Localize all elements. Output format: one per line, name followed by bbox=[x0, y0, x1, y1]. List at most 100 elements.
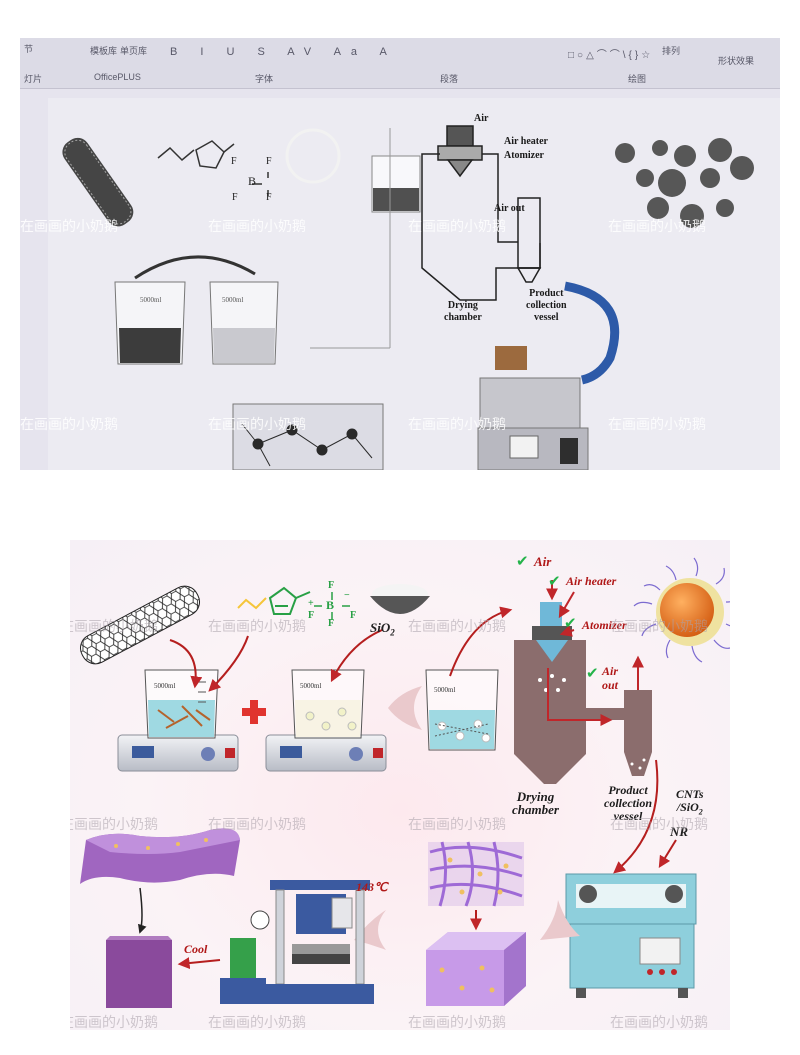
drying-flow-arrow bbox=[547, 668, 613, 726]
watermark: 在画画的小奶鹅 bbox=[70, 1015, 158, 1030]
watermark: 在画画的小奶鹅 bbox=[70, 817, 158, 833]
rubber-composite-block-icon bbox=[426, 932, 526, 1006]
bf4-minus-charge: − bbox=[344, 590, 350, 601]
two-roll-mill-icon bbox=[565, 873, 697, 998]
imidazolium-plus-charge: + bbox=[308, 598, 314, 609]
photo-of-draft-slide: 节 灯片 模板库 单页库 OfficePLUS B I U S AV Aa A … bbox=[20, 38, 780, 470]
final-process-schematic: SiO2 + B F F F F − 5000ml 5000ml 5000ml … bbox=[70, 540, 730, 1030]
check-icon: ✔ bbox=[586, 664, 599, 682]
draft-beaker-1-icon bbox=[114, 281, 186, 365]
cnts-sio2-label: CNTs /SiO2 bbox=[676, 787, 704, 817]
draft-label-air: Air bbox=[474, 113, 489, 124]
ribbon-group-font: 字体 bbox=[255, 74, 274, 84]
drying-chamber-label: Drying chamber bbox=[512, 789, 559, 817]
tetrafluoroborate-anion-icon bbox=[314, 592, 350, 620]
nr-label: NR bbox=[670, 824, 689, 839]
draft-label-drying-chamber: Drying chamber bbox=[444, 300, 482, 323]
beaker-2-volume: 5000ml bbox=[300, 682, 322, 690]
watermark: 在画画的小奶鹅 bbox=[208, 1015, 306, 1030]
font-format-icons[interactable]: B I U S AV Aa A bbox=[170, 46, 397, 58]
draft-fluorine-label-2: F bbox=[266, 156, 272, 167]
ribbon-group-officeplus: OfficePLUS bbox=[94, 72, 141, 82]
shapes-gallery-icons[interactable]: □○△⌒⌒\{}☆ bbox=[568, 50, 654, 61]
watermark: 在画画的小奶鹅 bbox=[610, 619, 708, 635]
draft-beaker-2-volume: 5000ml bbox=[222, 296, 244, 304]
beaker-1-volume: 5000ml bbox=[154, 682, 176, 690]
air-out-label: Air out bbox=[602, 664, 619, 692]
draft-beaker-2-icon bbox=[209, 281, 279, 365]
watermark: 在画画的小奶鹅 bbox=[70, 619, 158, 635]
bf4-boron-label: B bbox=[326, 598, 335, 612]
ribbon-button-page-library[interactable]: 单页库 bbox=[120, 46, 148, 56]
draft-fluorine-label-3: F bbox=[232, 192, 238, 203]
draft-boron-label: B bbox=[248, 174, 257, 188]
watermark: 在画画的小奶鹅 bbox=[208, 417, 306, 433]
check-icon: ✔ bbox=[548, 572, 561, 590]
check-icon: ✔ bbox=[564, 614, 577, 632]
draft-label-atomizer: Atomizer bbox=[504, 150, 544, 161]
process-diagram bbox=[80, 557, 730, 1008]
watermark: 在画画的小奶鹅 bbox=[208, 817, 306, 833]
draft-beaker-1-volume: 5000ml bbox=[140, 296, 162, 304]
draft-diagram-sketch bbox=[62, 125, 754, 470]
cnt-silica-network-icon bbox=[428, 841, 524, 907]
ribbon-item-slides[interactable]: 灯片 bbox=[24, 74, 43, 84]
draft-ionic-liquid-structure-icon bbox=[157, 140, 269, 196]
watermark: 在画画的小奶鹅 bbox=[608, 219, 706, 235]
rubber-sheet-icon bbox=[106, 936, 172, 1008]
ribbon-button-arrange[interactable]: 排列 bbox=[662, 46, 681, 56]
ionic-liquid-addition-arrow bbox=[208, 635, 249, 692]
draft-label-product-vessel: Product collection vessel bbox=[526, 288, 567, 323]
flow-chevron-1 bbox=[388, 686, 422, 730]
magnetic-stirrer-2-icon bbox=[265, 734, 387, 772]
watermark: 在画画的小奶鹅 bbox=[610, 1015, 708, 1030]
temperature-label: 143℃ bbox=[356, 880, 388, 894]
ribbon-group-drawing: 绘图 bbox=[628, 74, 647, 84]
cured-composite-film-icon bbox=[80, 828, 240, 884]
watermark: 在画画的小奶鹅 bbox=[610, 817, 708, 833]
cool-arrow bbox=[177, 957, 221, 970]
watermark: 在画画的小奶鹅 bbox=[408, 619, 506, 635]
draft-fluorine-label-4: F bbox=[266, 192, 272, 203]
air-heater-label: Air heater bbox=[566, 574, 617, 588]
sio2-label: SiO2 bbox=[370, 620, 395, 638]
draft-curved-arrow bbox=[564, 281, 620, 385]
ribbon-button-template-library[interactable]: 模板库 bbox=[90, 46, 118, 56]
hot-press-machine-icon bbox=[220, 880, 374, 1004]
silica-powder-bowl-icon bbox=[370, 584, 430, 614]
film-to-sheet-arrow bbox=[138, 887, 147, 934]
draft-particle-outline bbox=[285, 128, 341, 184]
bf4-fluorine-bottom: F bbox=[328, 618, 335, 629]
draft-nanotube-icon bbox=[62, 137, 134, 227]
flow-chevron-2 bbox=[540, 900, 580, 940]
ribbon-item-section[interactable]: 节 bbox=[24, 44, 34, 54]
to-mill-arrow bbox=[613, 759, 659, 874]
check-icon: ✔ bbox=[516, 552, 529, 570]
cnt-addition-arrow bbox=[169, 639, 203, 689]
magnetic-stirrer-1-icon bbox=[117, 734, 239, 772]
watermark: 在画画的小奶鹅 bbox=[20, 219, 118, 235]
draft-composite-clusters-icon bbox=[615, 138, 754, 228]
draft-label-air-heater: Air heater bbox=[504, 136, 548, 147]
watermark: 在画画的小奶鹅 bbox=[20, 417, 118, 433]
cool-label: Cool bbox=[184, 942, 208, 956]
watermark: 在画画的小奶鹅 bbox=[408, 417, 506, 433]
watermark: 在画画的小奶鹅 bbox=[208, 219, 306, 235]
air-heater-pointer bbox=[558, 591, 575, 619]
draft-spray-dryer-icon bbox=[421, 125, 542, 301]
product-collection-vessel-label: Product collection vessel bbox=[604, 783, 652, 823]
draft-mill-machine-icon bbox=[477, 346, 589, 470]
beaker-ionic-liquid-silica-icon bbox=[291, 669, 365, 739]
beaker-cnt-dispersion-icon bbox=[144, 669, 219, 739]
imidazolium-cation-icon bbox=[237, 586, 311, 615]
watermark: 在画画的小奶鹅 bbox=[408, 219, 506, 235]
nr-addition-arrow bbox=[658, 839, 677, 869]
atomizer-label: Atomizer bbox=[582, 618, 627, 632]
draft-small-beaker-icon bbox=[371, 155, 421, 213]
carbon-nanotube-icon bbox=[80, 585, 200, 665]
spray-dryer-icon bbox=[514, 602, 652, 784]
ribbon-button-shape-effects[interactable]: 形状效果 bbox=[718, 56, 755, 66]
watermark: 在画画的小奶鹅 bbox=[408, 817, 506, 833]
to-spray-dryer-arrow bbox=[449, 606, 513, 677]
watermark: 在画画的小奶鹅 bbox=[608, 417, 706, 433]
